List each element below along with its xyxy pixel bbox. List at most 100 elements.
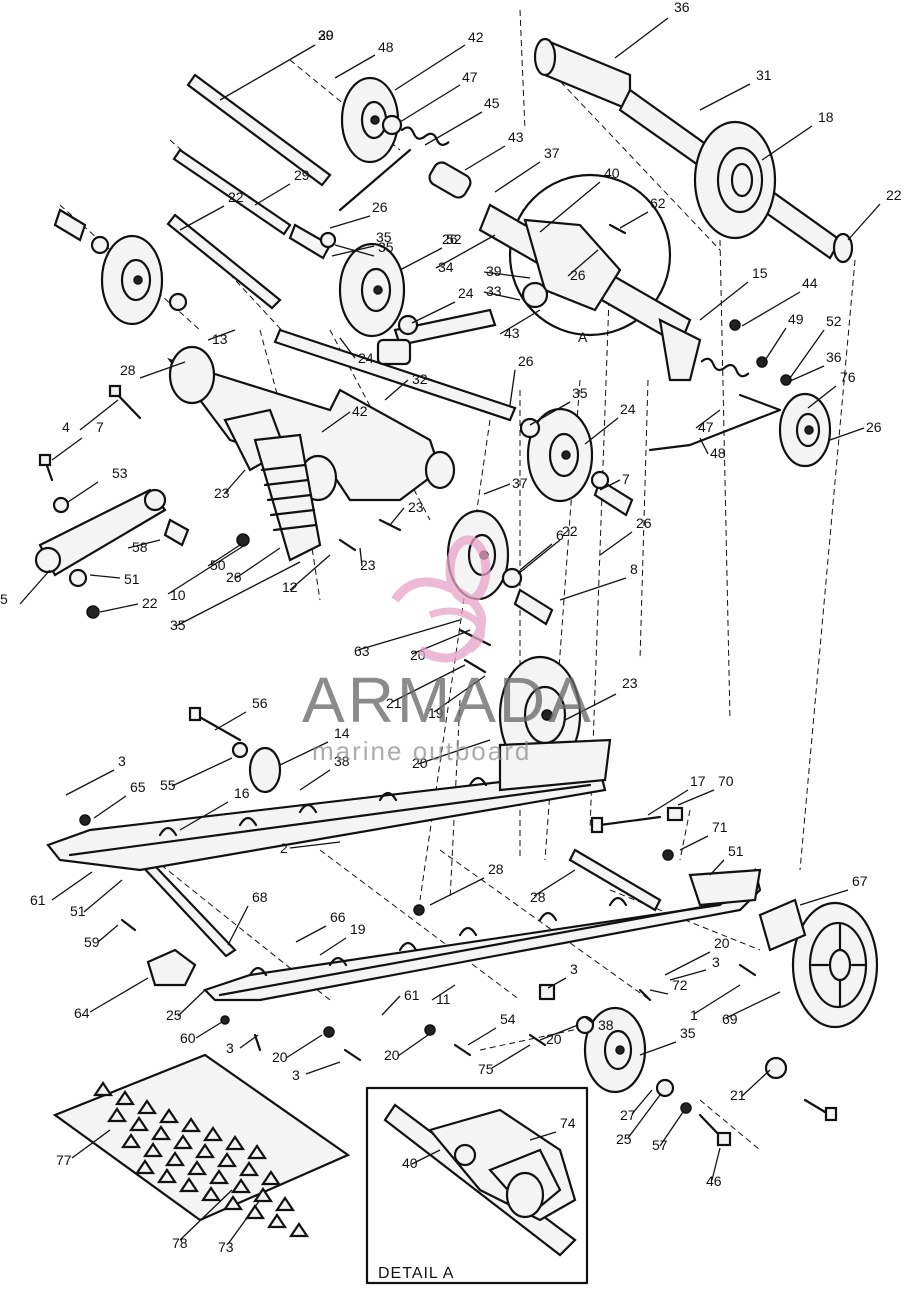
callout-number: 26 [372, 199, 388, 215]
callout-leader [599, 479, 621, 491]
callout-number: 42 [352, 403, 368, 419]
callout-number: 60 [180, 1030, 196, 1046]
watermark: ARMADA marine outboard [302, 535, 591, 766]
callout-leader [627, 1094, 661, 1139]
callout-number: 4 [62, 419, 70, 435]
callout-number: 26 [636, 515, 652, 531]
callout-leader [223, 469, 246, 495]
callout-leader [51, 871, 93, 901]
callout-leader [334, 244, 375, 257]
callout-number: 40 [402, 1155, 418, 1171]
callout-leader [214, 711, 247, 731]
callout-leader [483, 291, 521, 301]
track-clip-stud [288, 1222, 310, 1238]
callout-leader [584, 417, 619, 445]
callout-number: 21 [730, 1087, 746, 1103]
track-clip-stud [208, 1169, 230, 1185]
callout-leader [289, 554, 331, 591]
callout-leader [219, 44, 316, 101]
callout-leader [67, 481, 99, 503]
callout-number: 23 [622, 675, 638, 691]
callout-leader [127, 539, 161, 549]
callout-leader [167, 544, 246, 595]
callout-leader [79, 399, 119, 431]
track-clip-stud [120, 1133, 142, 1149]
callout-leader [319, 937, 347, 956]
callout-leader [411, 1149, 441, 1165]
callout-number: 67 [852, 873, 868, 889]
track-clip-stud [238, 1161, 260, 1177]
callout-number: 28 [530, 889, 546, 905]
callout-number: 43 [504, 325, 520, 341]
callout-number: 61 [30, 892, 46, 908]
track-clip-stud [194, 1143, 216, 1159]
callout-number: 29 [318, 27, 334, 43]
callout-leader [709, 859, 725, 876]
callout-leader [279, 741, 329, 766]
callout-number: 8 [630, 561, 638, 577]
callout-number: 71 [712, 819, 728, 835]
rear-pivot-arm [428, 161, 702, 382]
callout-number: 78 [172, 1235, 188, 1251]
callout-leader [509, 369, 516, 406]
callout-leader [175, 561, 301, 627]
callout-number: 38 [598, 1017, 614, 1033]
callout-leader [435, 234, 496, 269]
callout-leader [359, 547, 363, 567]
track-clip-stud [216, 1152, 238, 1168]
callout-leader [789, 329, 825, 379]
callout-number: 26 [442, 231, 458, 247]
callout-number: 74 [560, 1115, 576, 1131]
callout-leader [699, 281, 749, 321]
track-clip-stud [178, 1177, 200, 1193]
springs [338, 126, 782, 452]
callout-leader [384, 379, 409, 401]
track-clip-stud [186, 1160, 208, 1176]
callout-number: 37 [544, 145, 560, 161]
callout-leader [491, 1044, 531, 1069]
callout-leader [334, 54, 376, 79]
callout-leader [329, 215, 371, 229]
track-clip-stud [200, 1186, 222, 1202]
callout-number: 77 [56, 1152, 72, 1168]
callout-leader [285, 1034, 323, 1059]
callout-leader [567, 249, 599, 277]
callout-number: 44 [802, 275, 818, 291]
callout-number: 70 [718, 773, 734, 789]
track-clip-stud [246, 1144, 268, 1160]
callout-number: 10 [170, 587, 186, 603]
track-clip-stud [156, 1168, 178, 1184]
wheel-35-right [526, 407, 594, 503]
callout-leader [529, 1131, 557, 1141]
callout-number: 69 [722, 1011, 738, 1027]
callout-number: 63 [354, 643, 370, 659]
callout-leader [254, 183, 291, 206]
track-clip-stud [92, 1081, 114, 1097]
callout-leader [659, 1111, 684, 1147]
callout-number: 27 [620, 1107, 636, 1123]
callout-leader [89, 977, 149, 1013]
wheel-35-bottom [583, 1006, 647, 1094]
callout-leader [339, 337, 356, 359]
callout-leader [619, 211, 649, 229]
callout-number: 38 [334, 753, 350, 769]
callout-leader [677, 789, 715, 806]
callout-leader [239, 1034, 259, 1049]
callout-leader [699, 437, 709, 455]
track-clip-stud [252, 1187, 274, 1203]
track-clip-stud [134, 1159, 156, 1175]
callout-number: 57 [652, 1137, 668, 1153]
callout-number: 49 [788, 311, 804, 327]
callout-leader [305, 1061, 341, 1075]
callout-leader [664, 951, 711, 976]
callout-number: 34 [438, 259, 454, 275]
callout-number: 3 [226, 1040, 234, 1056]
callout-leader [585, 1017, 595, 1025]
callout-leader [483, 271, 531, 279]
track-clip-stud [230, 1178, 252, 1194]
callout-leader [411, 301, 456, 324]
callout-leader [529, 401, 571, 426]
callout-leader [699, 83, 751, 111]
